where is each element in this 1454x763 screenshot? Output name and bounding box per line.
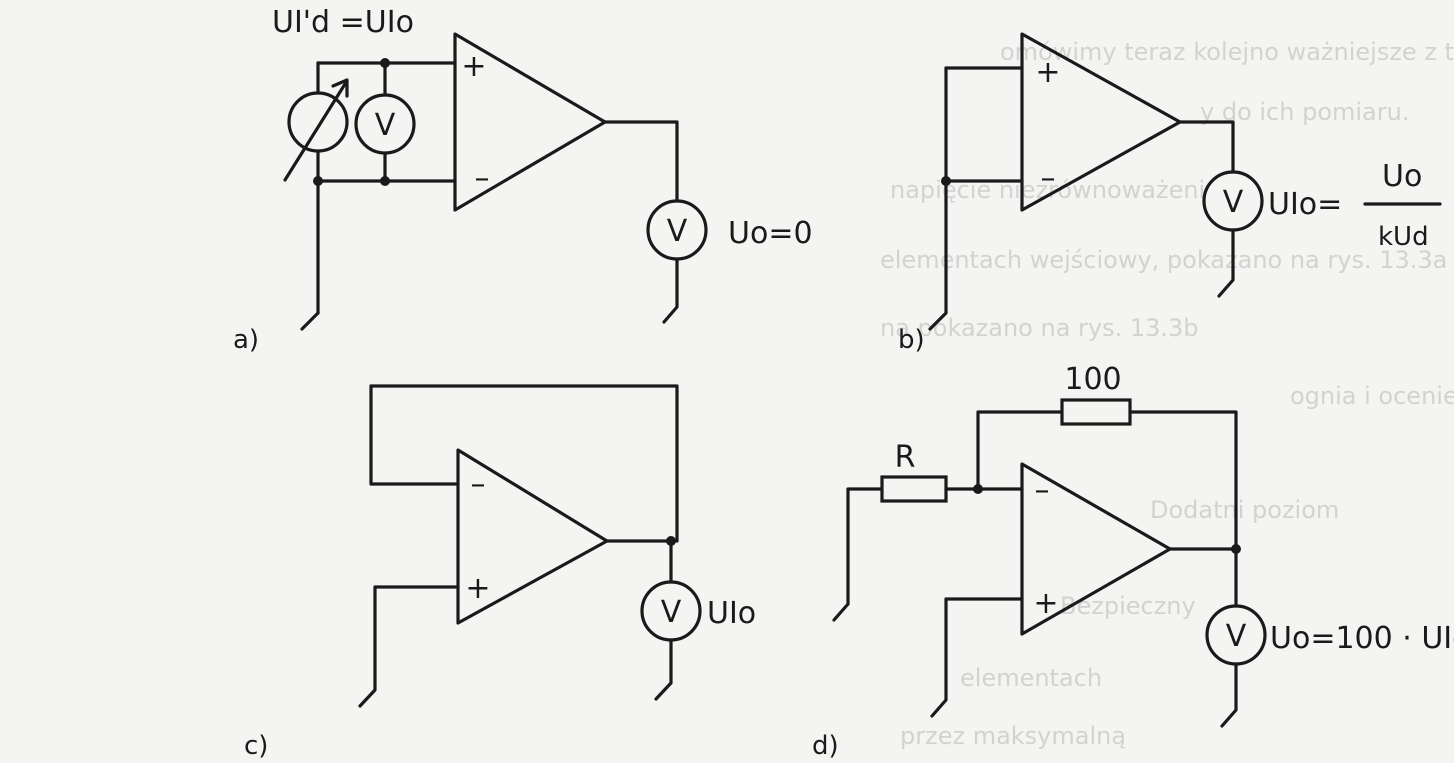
subfigure-label-c: c) <box>244 731 268 761</box>
voltmeter-symbol: V <box>1223 185 1244 220</box>
circuit-c: – + V UIo c) <box>244 384 756 761</box>
junction-dot <box>941 176 951 186</box>
ground-symbol <box>928 179 948 331</box>
junction-dot <box>380 58 390 68</box>
bleed-line: Dodatni poziom <box>1150 496 1339 524</box>
bleed-line: Bezpieczny <box>1060 592 1196 620</box>
input-resistor-label: R <box>895 440 916 475</box>
junction-dot <box>380 176 390 186</box>
bleed-line: elementach <box>960 664 1102 692</box>
feedback-resistor <box>1060 398 1132 426</box>
bleed-line: przez maksymalną <box>900 722 1126 750</box>
minus-input-label: – <box>1041 161 1056 196</box>
offset-equation-numerator: Uo <box>1382 159 1422 194</box>
minus-input-label: – <box>475 161 490 196</box>
ground-symbol <box>1220 662 1238 728</box>
wire <box>603 120 679 203</box>
plus-input-label: + <box>465 571 490 606</box>
op-amp-triangle <box>453 32 607 212</box>
feedback-wire <box>369 384 679 543</box>
circuit-a: V + – V UI'd =UIo Uo=0 a) <box>233 5 813 355</box>
input-resistor <box>880 475 948 503</box>
ground-symbol <box>930 597 1024 718</box>
junction-dot <box>313 176 323 186</box>
ground-symbol <box>662 257 679 324</box>
offset-equation-lhs: UIo= <box>1268 187 1342 222</box>
bleed-line: ognia i ocenie <box>1290 382 1454 410</box>
ground-symbol <box>832 602 850 622</box>
bleed-line: y do ich pomiaru. <box>1200 98 1409 126</box>
plus-input-label: + <box>1035 55 1060 90</box>
ground-symbol <box>654 638 673 701</box>
subfigure-label-d: d) <box>812 731 839 761</box>
offset-equation-denominator: kUd <box>1378 222 1429 252</box>
voltmeter-symbol: V <box>667 214 688 249</box>
op-amp-triangle <box>1020 32 1182 212</box>
bleed-line: omówimy teraz kolejno ważniejsze z tych … <box>1000 38 1454 66</box>
output-voltage-equation: Uo=100 · UIo <box>1270 621 1454 656</box>
ground-symbol <box>300 311 320 331</box>
minus-input-label: – <box>471 467 486 502</box>
ground-symbol <box>1217 228 1235 298</box>
plus-input-label: + <box>461 49 486 84</box>
feedback-wire <box>976 410 1064 491</box>
wire <box>846 487 884 606</box>
bleed-line: na pokazano na rys. 13.3b <box>880 314 1199 342</box>
subfigure-label-b: b) <box>898 325 925 355</box>
voltmeter-symbol: V <box>661 595 682 630</box>
adjustable-voltage-source <box>287 91 349 153</box>
voltmeter-input <box>354 93 416 155</box>
arrow-head-icon <box>331 78 349 98</box>
circuit-d: R 100 – + V Uo=100 · UIo d) <box>812 362 1454 761</box>
feedback-resistor-label: 100 <box>1064 362 1121 397</box>
wire <box>1178 120 1235 174</box>
subfigure-label-a: a) <box>233 325 259 355</box>
adjustable-arrow-icon <box>283 82 347 182</box>
output-voltage-equation: Uo=0 <box>728 216 813 251</box>
wire <box>369 384 460 486</box>
feedback-wire <box>1128 410 1238 551</box>
circuit-b: + – V UIo= Uo kUd b) <box>898 32 1442 355</box>
op-amp-triangle <box>456 448 609 625</box>
op-amp-triangle <box>1020 462 1172 636</box>
bleed-line: elementach wejściowy, pokazano na rys. 1… <box>880 246 1447 274</box>
plus-input-label: + <box>1033 586 1058 621</box>
minus-input-label: – <box>1035 473 1050 508</box>
voltmeter-symbol: V <box>1226 619 1247 654</box>
input-voltage-equation: UI'd =UIo <box>272 5 414 40</box>
ground-symbol <box>358 585 460 708</box>
output-voltage-label: UIo <box>707 596 756 631</box>
voltmeter-symbol: V <box>375 108 396 143</box>
